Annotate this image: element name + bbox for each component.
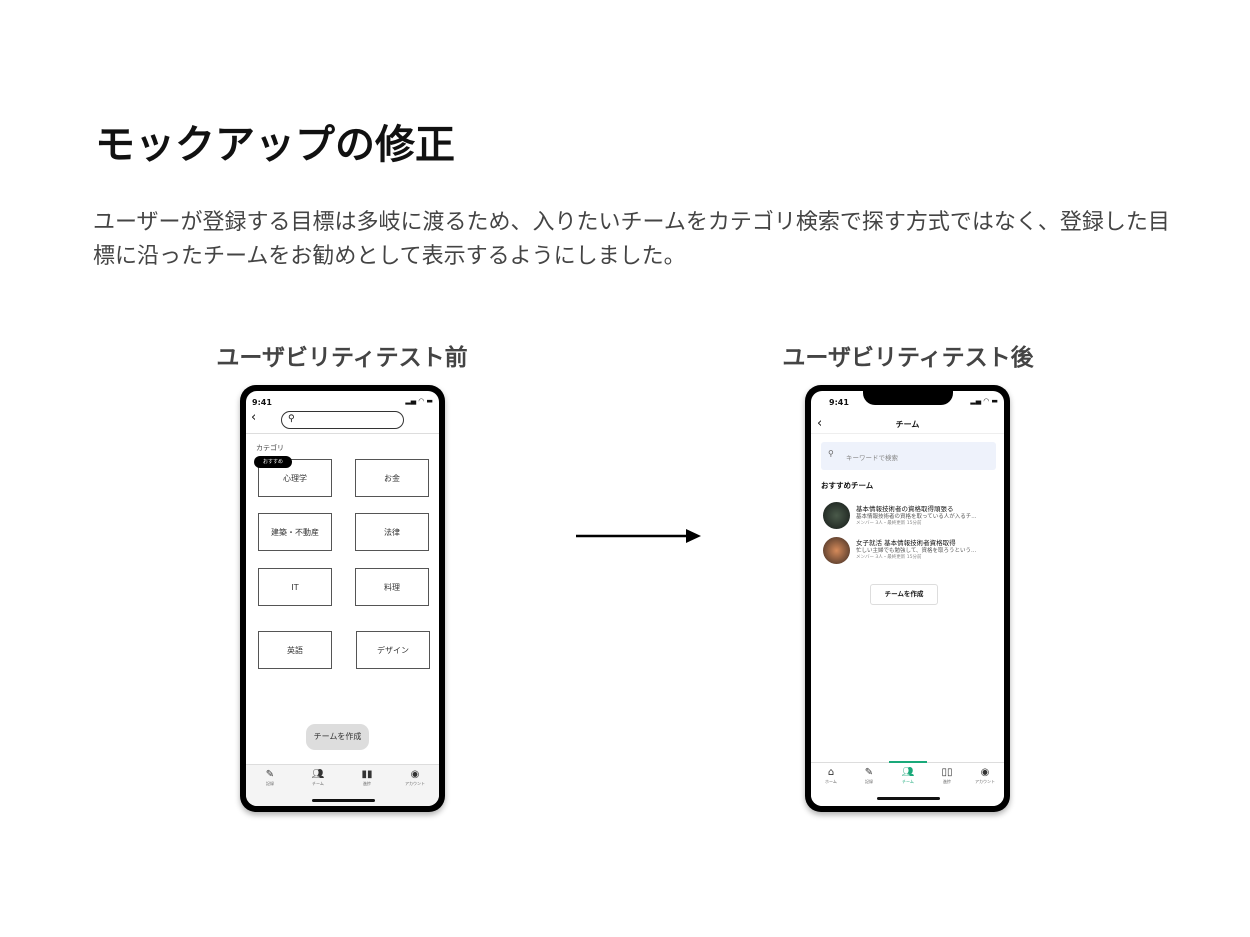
- notch: [863, 391, 953, 405]
- search-placeholder: キーワードで検索: [846, 454, 898, 462]
- category-money[interactable]: お金: [355, 459, 429, 497]
- home-indicator: [312, 799, 375, 802]
- pencil-icon: ✎: [265, 769, 275, 780]
- team-icon: 👥︎: [311, 769, 325, 780]
- arrow-right-icon: [576, 529, 701, 543]
- back-button[interactable]: ‹: [251, 410, 257, 425]
- tab-record[interactable]: ✎記録: [849, 767, 889, 785]
- search-input[interactable]: ⚲ キーワードで検索: [821, 442, 996, 470]
- tab-progress[interactable]: ▮▮進捗: [347, 769, 387, 787]
- tab-label: 進捗: [943, 779, 951, 784]
- chart-icon: ▮▮: [361, 769, 373, 780]
- tab-bar: ⌂ホーム ✎記録 👥︎チーム ▯▯進捗 ◉アカウント: [811, 761, 1004, 806]
- tab-team[interactable]: 👥︎チーム: [888, 767, 928, 785]
- status-time: 9:41: [252, 398, 272, 407]
- pencil-icon: ✎: [864, 767, 874, 778]
- nav-title: チーム: [895, 420, 920, 429]
- tab-label: ホーム: [825, 779, 837, 784]
- tab-account[interactable]: ◉アカウント: [965, 767, 1004, 785]
- category-real-estate[interactable]: 建築・不動産: [258, 513, 332, 551]
- section-title: おすすめチーム: [821, 481, 874, 490]
- create-team-button[interactable]: チームを作成: [870, 584, 938, 605]
- category-label: カテゴリ: [256, 444, 284, 452]
- account-icon: ◉: [410, 769, 420, 780]
- tab-label: 進捗: [363, 781, 371, 786]
- tab-label: 記録: [266, 781, 274, 786]
- status-icons: ▂▄ ◠ ▬: [405, 397, 433, 405]
- home-icon: ⌂: [827, 767, 835, 778]
- home-indicator: [877, 797, 940, 800]
- team-icon: 👥︎: [901, 767, 915, 778]
- page-title: モックアップの修正: [95, 122, 455, 168]
- search-input[interactable]: ⚲: [281, 411, 404, 429]
- team-avatar: [823, 502, 850, 529]
- tab-team[interactable]: 👥︎チーム: [298, 769, 338, 787]
- before-phone: 9:41 ▂▄ ◠ ▬ ‹ ⚲ カテゴリ 心理学 お金 建築・不動産 法律 IT…: [240, 385, 445, 812]
- tab-record[interactable]: ✎記録: [250, 769, 290, 787]
- tab-progress[interactable]: ▯▯進捗: [927, 767, 967, 785]
- tab-bar: ✎記録 👥︎チーム ▮▮進捗 ◉アカウント: [246, 764, 439, 806]
- tab-label: チーム: [312, 781, 324, 786]
- team-name[interactable]: 基本情報技術者の資格取得頑張る: [856, 505, 954, 513]
- tab-account[interactable]: ◉アカウント: [395, 769, 435, 787]
- team-name[interactable]: 女子就活 基本情報技術者資格取得: [856, 539, 956, 547]
- before-caption: ユーザビリティテスト前: [216, 345, 468, 371]
- team-desc: 基本情報技術者の資格を取っている人が入るチ...: [856, 514, 977, 520]
- team-meta: メンバー 3人・最終更新 15分前: [856, 555, 922, 560]
- active-tab-indicator: [889, 761, 927, 763]
- search-icon: ⚲: [828, 449, 834, 458]
- team-meta: メンバー 3人・最終更新 15分前: [856, 521, 922, 526]
- after-caption: ユーザビリティテスト後: [782, 345, 1034, 371]
- tab-label: アカウント: [975, 779, 995, 784]
- team-desc: 忙しい主婦でも勉強して、資格を取ろうという...: [856, 548, 977, 554]
- tab-label: 記録: [865, 779, 873, 784]
- status-time: 9:41: [829, 398, 849, 407]
- after-phone: 9:41 ▂▄ ◠ ▬ ‹ チーム ⚲ キーワードで検索 おすすめチーム 基本情…: [805, 385, 1010, 812]
- search-icon: ⚲: [288, 414, 295, 424]
- back-button[interactable]: ‹: [817, 416, 823, 431]
- tab-label: アカウント: [405, 781, 425, 786]
- category-design[interactable]: デザイン: [356, 631, 430, 669]
- tab-label: チーム: [902, 779, 914, 784]
- divider: [246, 433, 439, 434]
- divider: [811, 433, 1004, 434]
- status-icons: ▂▄ ◠ ▬: [970, 397, 998, 405]
- category-it[interactable]: IT: [258, 568, 332, 606]
- create-team-button[interactable]: チームを作成: [306, 724, 369, 750]
- tab-home[interactable]: ⌂ホーム: [811, 767, 851, 785]
- recommended-badge: おすすめ: [254, 456, 292, 468]
- category-psychology[interactable]: 心理学: [258, 459, 332, 497]
- chart-icon: ▯▯: [941, 767, 953, 778]
- account-icon: ◉: [980, 767, 990, 778]
- team-avatar: [823, 537, 850, 564]
- category-english[interactable]: 英語: [258, 631, 332, 669]
- description: ユーザーが登録する目標は多岐に渡るため、入りたいチームをカテゴリ検索で探す方式で…: [93, 210, 1170, 269]
- category-cooking[interactable]: 料理: [355, 568, 429, 606]
- category-law[interactable]: 法律: [355, 513, 429, 551]
